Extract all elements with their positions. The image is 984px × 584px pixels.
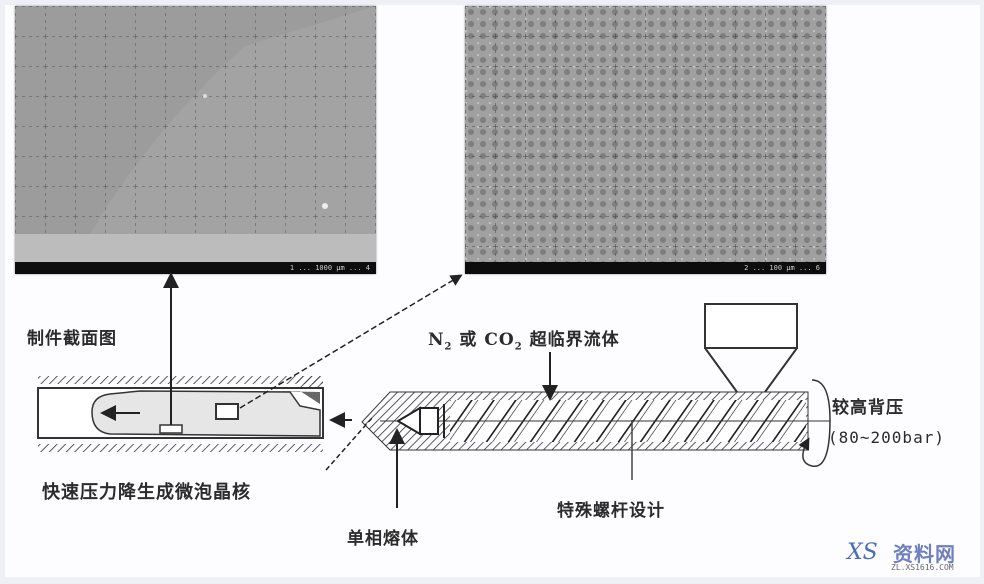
- sem-texture: [465, 6, 826, 262]
- label-single-phase-melt: 单相熔体: [347, 529, 419, 549]
- sem-texture: [15, 6, 376, 262]
- label-rapid-pressure-drop: 快速压力降生成微泡晶核: [42, 482, 251, 503]
- label-high-back-pressure: 较高背压: [832, 398, 904, 418]
- sem-scale-bar: 2 ... 100 μm ... 6: [465, 262, 826, 274]
- sem-image-microcells: 2 ... 100 μm ... 6: [465, 6, 826, 274]
- watermark: XS 资料网 ZL.XS1616.COM: [847, 538, 977, 578]
- label-pressure-range: (80~200bar): [828, 428, 945, 447]
- sem-scale-bar: 1 ... 1000 μm ... 4: [15, 262, 376, 274]
- hopper: [704, 303, 798, 393]
- sem-image-part-cross-section: 1 ... 1000 μm ... 4: [15, 6, 376, 274]
- mold-cavity: [37, 376, 324, 452]
- label-part-cross-section: 制件截面图: [27, 329, 117, 349]
- injection-barrel: [361, 391, 830, 451]
- label-supercritical-fluid: N2 或 CO2 超临界流体: [428, 330, 620, 353]
- watermark-title: 资料网: [893, 542, 956, 566]
- watermark-logo-icon: XS: [847, 540, 878, 565]
- watermark-url: ZL.XS1616.COM: [891, 563, 954, 572]
- label-special-screw: 特殊螺杆设计: [557, 501, 665, 521]
